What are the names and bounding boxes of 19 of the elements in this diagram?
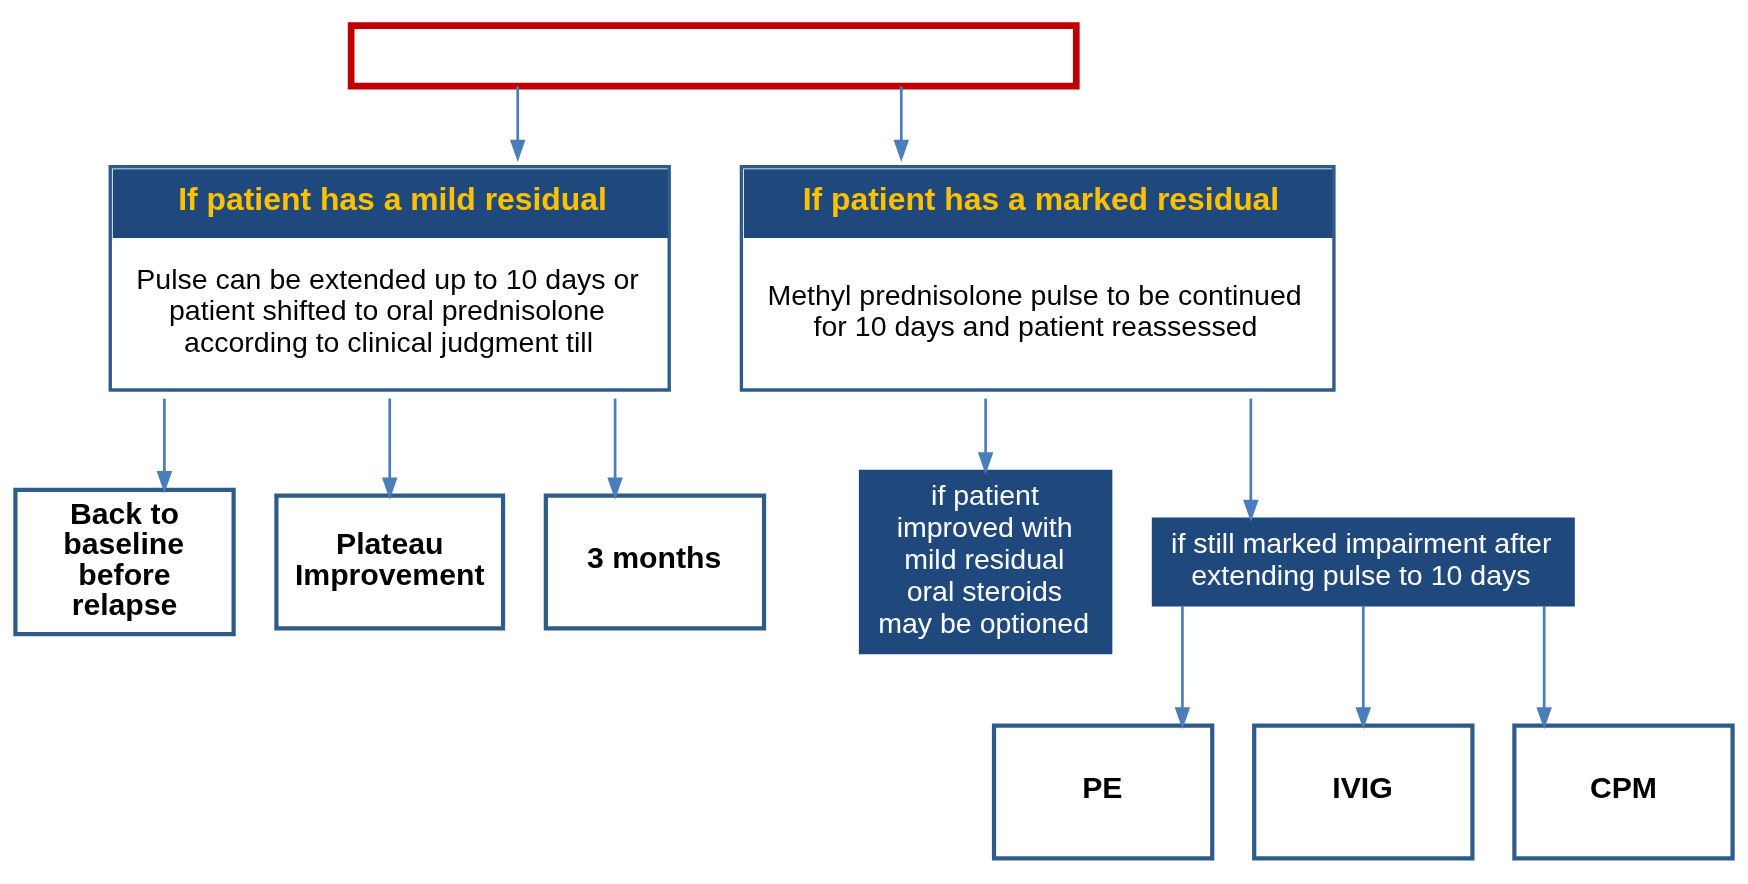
arrow [1174,605,1191,730]
node-box: Plateau Improvement [274,493,506,631]
arrow [1355,605,1372,730]
arrow [607,398,623,500]
arrow [977,398,994,475]
node-box: PE [991,723,1215,861]
node-box [347,22,1080,90]
arrow [1536,605,1552,730]
arrow [381,398,398,500]
node-box: CPM [1512,723,1735,861]
node-box: 3 months [543,493,767,631]
node-box: Back to baseline before relapse [13,487,236,637]
arrow [1243,398,1259,522]
node-box: IVIG [1252,723,1475,861]
arrow [156,398,173,494]
arrow [509,86,526,162]
node-box: if patient improved with mild residual oral steroids may be optioned [858,469,1113,655]
node-box: if still marked impairment after extending pulse to 10 days [1151,517,1575,607]
arrow [893,86,910,162]
